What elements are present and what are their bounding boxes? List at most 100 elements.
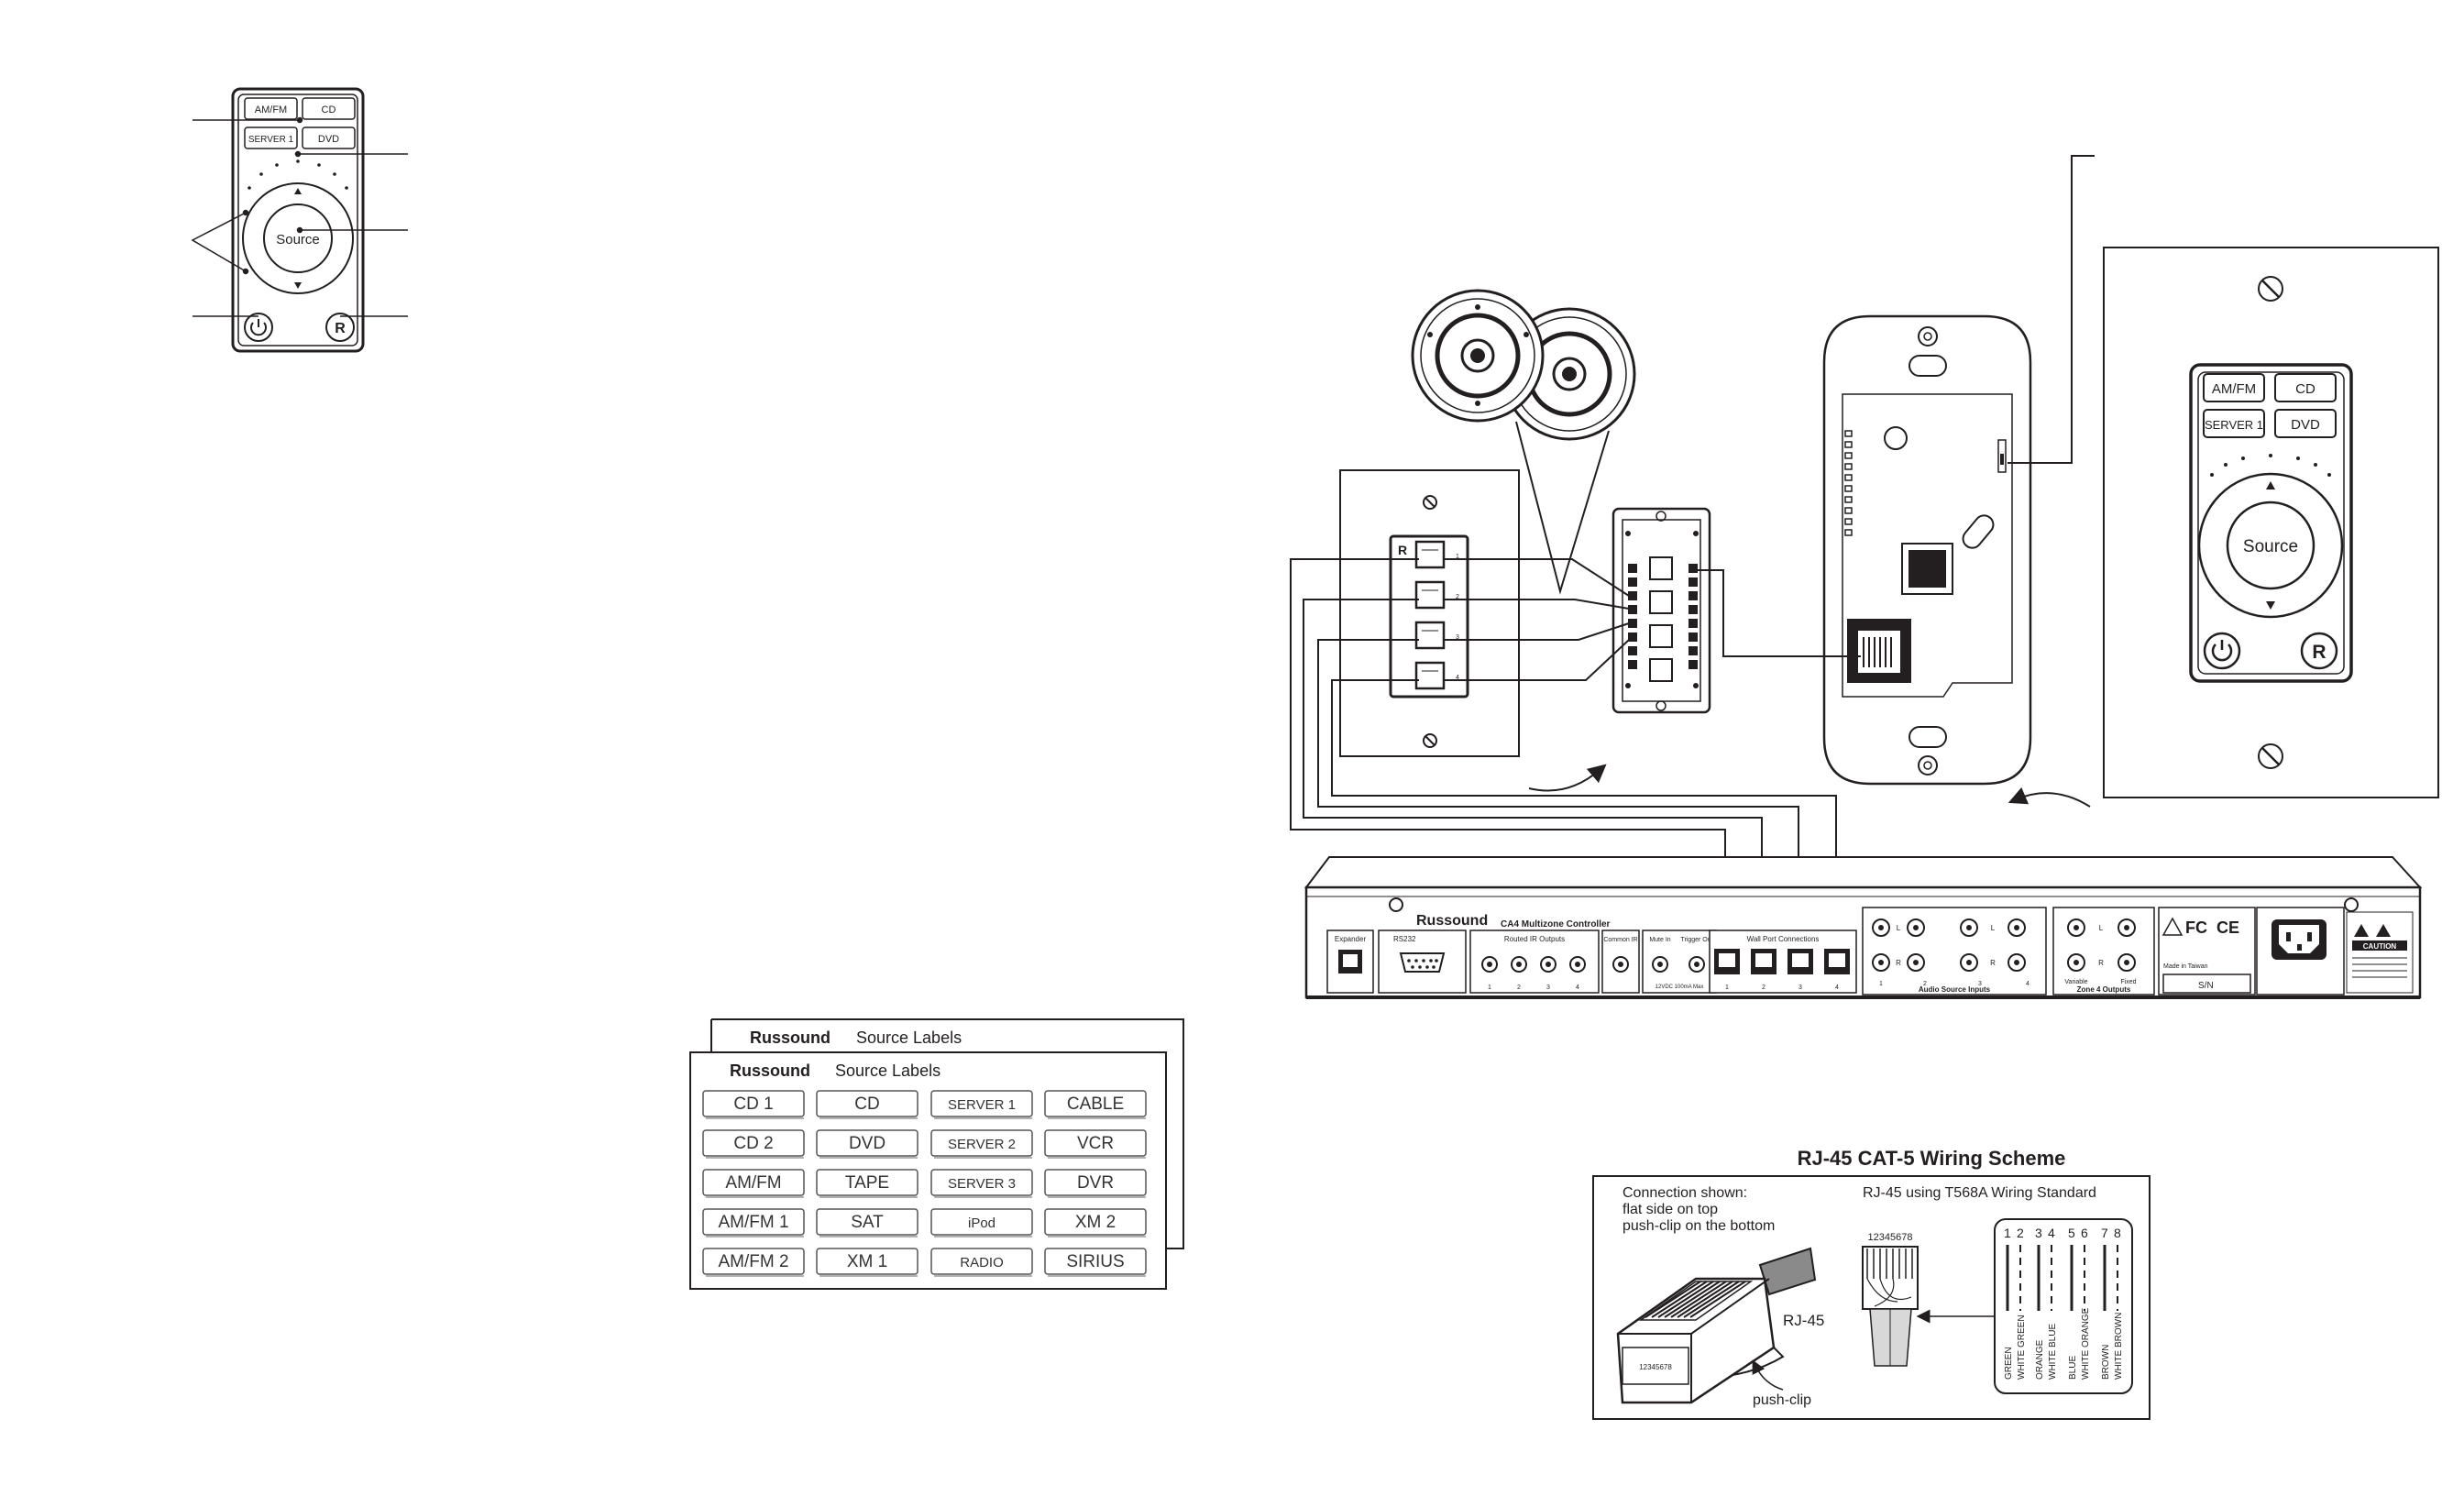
large-keypad-source-button[interactable] [2226,500,2316,590]
svg-text:WHITE GREEN: WHITE GREEN [2017,1314,2027,1380]
large-keypad-power-button[interactable] [2203,632,2241,670]
svg-text:RS232: RS232 [1393,935,1416,943]
svg-text:Russound: Russound [750,1028,830,1047]
ca4-controller: Russound CA4 Multizone Controller Expand… [1304,856,2423,999]
source-label-text: XM 1 [847,1252,887,1271]
rj45-title: RJ-45 CAT-5 Wiring Scheme [1798,1147,2066,1170]
svg-text:2: 2 [2017,1226,2024,1240]
keypad-callout-line [2008,155,2095,464]
large-keypad: AM/FM CD SERVER 1 DVD Source R [2103,247,2439,798]
arrow-to-keypad [2008,786,2091,808]
svg-text:1: 1 [1879,981,1883,987]
large-keypad-logo-button[interactable] [2300,632,2338,670]
small-keypad-up-arrow [294,188,302,194]
svg-text:3: 3 [1798,984,1802,991]
svg-text:SERVER 1: SERVER 1 [2205,418,2263,432]
svg-text:CD: CD [2295,381,2316,397]
large-keypad-button-dvd[interactable]: DVD [2274,409,2337,438]
svg-text:Fixed: Fixed [2120,979,2136,985]
push-clip-pointer [1752,1359,1784,1391]
source-label-cell: CD [816,1090,918,1119]
wall-plate-jacks [1414,540,1446,690]
source-label-cell: SERVER 2 [930,1129,1033,1159]
controller-mute-trigger: Mute In Trigger Out 12VDC 100mA Max [1642,930,1717,994]
rj45-wall-plate: R 1 2 3 4 [1339,469,1520,757]
svg-text:Connection shown:: Connection shown: [1622,1185,1747,1201]
svg-text:4: 4 [1576,984,1579,991]
speaker-wire [1515,421,1610,595]
arrow-to-hub [1528,764,1607,792]
source-label-cell: CABLE [1044,1090,1147,1119]
svg-text:6: 6 [2081,1226,2088,1240]
small-keypad-button-cd[interactable]: CD [302,97,356,120]
svg-text:L: L [2099,924,2104,932]
svg-text:BLUE: BLUE [2068,1356,2078,1380]
svg-text:8: 8 [2114,1226,2121,1240]
svg-text:GREEN: GREEN [2004,1347,2014,1380]
svg-text:Zone 4 Outputs: Zone 4 Outputs [2077,985,2131,994]
svg-text:2: 2 [1517,984,1521,991]
svg-text:DVD: DVD [2291,417,2320,433]
small-keypad-source-label: Source [276,232,320,248]
controller-audio-source-inputs: L R L R 1 2 3 4 Audio Source Inputs [1862,907,2047,996]
svg-text:DVD: DVD [318,134,339,145]
svg-text:Source Labels: Source Labels [856,1028,962,1047]
svg-text:Russound: Russound [730,1062,810,1080]
source-label-text: SIRIUS [1066,1252,1124,1271]
svg-text:Audio Source Inputs: Audio Source Inputs [1919,985,1991,994]
svg-text:Variable: Variable [2064,979,2087,985]
svg-text:12345678: 12345678 [1639,1363,1672,1371]
source-label-text: RADIO [960,1255,1004,1270]
source-label-cell: iPod [930,1208,1033,1238]
large-keypad-button-server1[interactable]: SERVER 1 [2203,409,2265,438]
svg-text:5: 5 [2068,1226,2075,1240]
large-keypad-level-dots [2210,454,2331,477]
small-keypad-callout-lines [191,116,408,317]
source-label-text: TAPE [845,1173,889,1193]
svg-text:2: 2 [1923,981,1927,987]
source-label-cell: AM/FM 2 [702,1248,805,1277]
ce-mark: CE [2216,918,2239,937]
source-label-text: XM 2 [1075,1213,1116,1232]
source-label-cell: TAPE [816,1169,918,1198]
svg-text:ORANGE: ORANGE [2035,1339,2045,1380]
source-label-text: iPod [968,1216,996,1231]
source-label-text: SAT [851,1213,884,1232]
source-label-cell: AM/FM 1 [702,1208,805,1238]
svg-text:3: 3 [1978,981,1982,987]
svg-text:12VDC 100mA Max: 12VDC 100mA Max [1656,984,1704,990]
svg-text:Common IR: Common IR [1603,937,1637,943]
controller-power-inlet [2256,907,2345,996]
ceiling-speakers [1411,289,1636,441]
source-label-text: AM/FM [725,1173,781,1193]
source-label-text: DVR [1077,1173,1114,1193]
source-label-text: CD 2 [733,1134,773,1153]
large-keypad-button-amfm[interactable]: AM/FM [2203,373,2265,402]
small-keypad-button-server1[interactable]: SERVER 1 [244,126,298,149]
svg-text:L: L [1991,924,1996,932]
small-keypad-button-dvd[interactable]: DVD [302,126,356,149]
svg-text:1: 1 [1488,984,1491,991]
small-keypad: AM/FM CD SERVER 1 DVD Source R [231,87,365,353]
source-label-text: CD 1 [733,1094,773,1114]
controller-common-ir: Common IR [1601,930,1640,994]
source-label-text: AM/FM 2 [718,1252,788,1271]
large-keypad-button-cd[interactable]: CD [2274,373,2337,402]
source-label-cell: SERVER 1 [930,1090,1033,1119]
small-keypad-button-amfm[interactable]: AM/FM [244,97,298,120]
svg-text:2: 2 [1456,594,1459,600]
t568a-color-chart: 1 2 3 4 5 6 7 8 GREEN WHITE GREEN ORANGE… [1994,1218,2133,1394]
small-keypad-logo-button[interactable] [325,313,355,342]
svg-text:R: R [1990,959,1996,967]
svg-text:1: 1 [1456,554,1459,560]
source-label-text: VCR [1077,1134,1114,1153]
large-keypad-up-arrow [2266,481,2275,490]
russound-logo-icon: R [2312,642,2326,663]
svg-text:CAUTION: CAUTION [2363,942,2397,951]
svg-text:BROWN: BROWN [2101,1345,2111,1380]
svg-text:WHITE ORANGE: WHITE ORANGE [2081,1307,2091,1380]
svg-text:3: 3 [2035,1226,2042,1240]
svg-text:push-clip: push-clip [1753,1392,1811,1408]
svg-text:WHITE BROWN: WHITE BROWN [2114,1313,2124,1380]
small-keypad-source-button[interactable] [263,204,333,273]
